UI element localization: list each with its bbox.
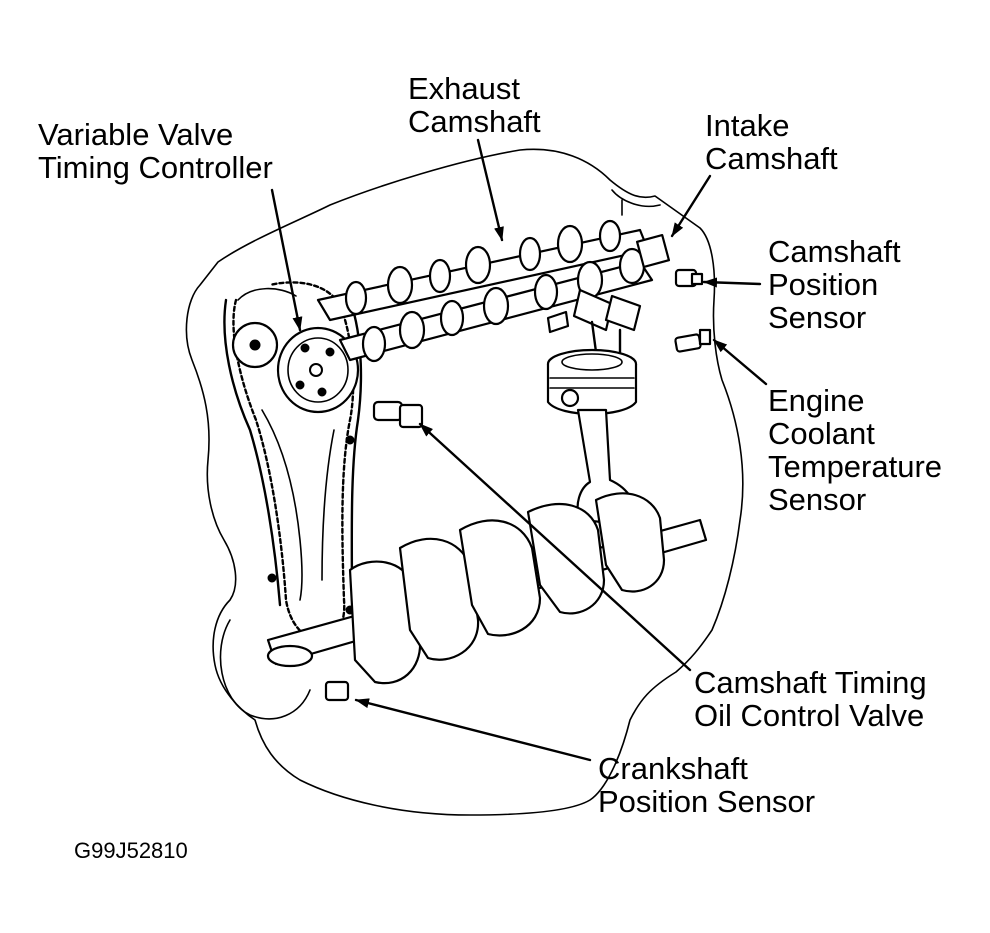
label-camshaft-position-sensor: Camshaft Position Sensor: [768, 234, 901, 335]
crankshaft-position-sensor-part: [324, 680, 350, 702]
oil-control-valve-part: [372, 400, 424, 429]
piston: [546, 348, 638, 416]
arrow-crankshaft-position-sensor: [354, 698, 592, 762]
label-engine-coolant-temperature-sensor: Engine Coolant Temperature Sensor: [768, 383, 943, 517]
arrow-intake-camshaft: [670, 174, 712, 238]
engine-block-outline: [185, 148, 744, 816]
label-crankshaft-position-sensor: Crankshaft Position Sensor: [598, 751, 816, 819]
label-camshaft-timing-oil-control-valve: Camshaft Timing Oil Control Valve: [694, 665, 927, 733]
crank-pulley: [219, 619, 311, 720]
arrow-camshaft-position-sensor: [702, 277, 762, 288]
arrow-oil-control-valve: [418, 422, 692, 672]
label-intake-camshaft: Intake Camshaft: [705, 108, 838, 176]
arrow-coolant-sensor: [712, 338, 768, 386]
label-vvt-controller: Variable Valve Timing Controller: [38, 117, 273, 185]
arrow-vvt-controller: [270, 188, 303, 332]
arrow-exhaust-camshaft: [476, 138, 504, 242]
figure-id: G99J52810: [74, 838, 188, 863]
crankshaft: [266, 492, 708, 685]
intake-camshaft: [338, 233, 671, 363]
label-exhaust-camshaft: Exhaust Camshaft: [408, 71, 541, 139]
camshaft-position-sensor-part: [674, 268, 704, 288]
engine-coolant-temperature-sensor-part: [674, 328, 712, 353]
